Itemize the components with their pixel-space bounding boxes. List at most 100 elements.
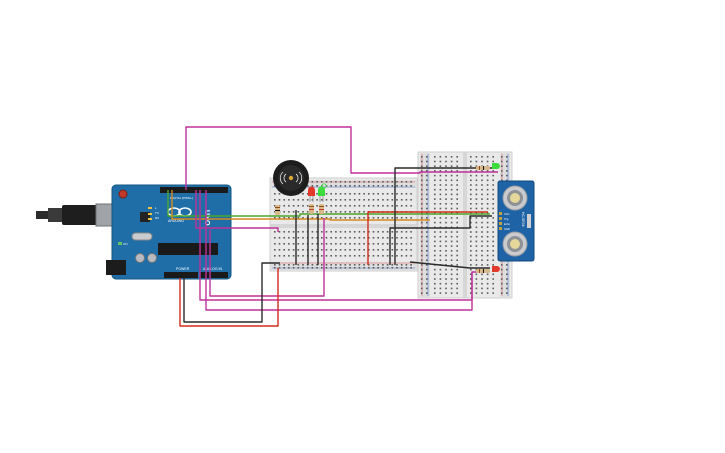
breadboard-hole[interactable]	[456, 174, 458, 177]
breadboard-hole[interactable]	[421, 156, 423, 158]
breadboard-hole[interactable]	[325, 199, 328, 201]
breadboard-hole[interactable]	[434, 212, 436, 214]
breadboard-hole[interactable]	[456, 254, 458, 257]
breadboard-hole[interactable]	[481, 282, 483, 285]
breadboard-hole[interactable]	[445, 292, 447, 294]
breadboard-hole[interactable]	[456, 193, 458, 196]
breadboard-hole[interactable]	[486, 156, 489, 158]
breadboard-hole[interactable]	[368, 249, 370, 251]
breadboard-hole[interactable]	[283, 267, 285, 269]
breadboard-hole[interactable]	[386, 267, 389, 269]
sensor-pins[interactable]	[499, 212, 502, 230]
breadboard-hole[interactable]	[382, 217, 384, 219]
breadboard-hole[interactable]	[368, 205, 370, 207]
breadboard-hole[interactable]	[456, 287, 458, 290]
breadboard-hole[interactable]	[283, 199, 285, 201]
breadboard-hole[interactable]	[492, 174, 494, 177]
breadboard-hole[interactable]	[316, 255, 318, 257]
breadboard-hole[interactable]	[372, 193, 375, 195]
breadboard-hole[interactable]	[382, 181, 384, 183]
breadboard-hole[interactable]	[426, 156, 428, 158]
breadboard-hole[interactable]	[492, 217, 494, 219]
breadboard-hole[interactable]	[481, 184, 483, 186]
breadboard-hole[interactable]	[405, 185, 408, 187]
breadboard-hole[interactable]	[330, 249, 332, 251]
breadboard-hole[interactable]	[288, 231, 290, 233]
breadboard-hole[interactable]	[288, 249, 290, 251]
breadboard-hole[interactable]	[426, 221, 428, 224]
breadboard-hole[interactable]	[391, 185, 394, 187]
breadboard-hole[interactable]	[426, 184, 428, 186]
breadboard-hole[interactable]	[339, 217, 342, 219]
reset-button[interactable]	[118, 189, 128, 199]
resistors-main[interactable]	[275, 204, 324, 215]
breadboard-hole[interactable]	[439, 174, 442, 177]
breadboard-hole[interactable]	[421, 174, 423, 177]
breadboard-hole[interactable]	[363, 237, 365, 239]
breadboard-hole[interactable]	[470, 287, 472, 290]
breadboard-hole[interactable]	[421, 264, 423, 266]
breadboard-hole[interactable]	[439, 240, 442, 243]
breadboard-hole[interactable]	[377, 231, 379, 233]
breadboard-hole[interactable]	[353, 267, 356, 269]
breadboard-hole[interactable]	[450, 259, 453, 261]
breadboard-hole[interactable]	[386, 231, 389, 233]
breadboard-hole[interactable]	[486, 193, 489, 196]
breadboard-hole[interactable]	[445, 212, 447, 214]
breadboard-hole[interactable]	[382, 231, 384, 233]
breadboard-hole[interactable]	[434, 160, 436, 163]
breadboard-hole[interactable]	[486, 203, 489, 205]
breadboard-hole[interactable]	[470, 278, 472, 280]
breadboard-hole[interactable]	[481, 160, 483, 163]
breadboard-hole[interactable]	[445, 184, 447, 186]
breadboard-hole[interactable]	[450, 174, 453, 177]
breadboard-hole[interactable]	[410, 205, 412, 207]
breadboard-hole[interactable]	[382, 249, 384, 251]
breadboard-main-holes[interactable]	[274, 181, 412, 269]
breadboard-hole[interactable]	[391, 267, 394, 269]
breadboard-hole[interactable]	[297, 205, 300, 207]
breadboard-hole[interactable]	[372, 217, 375, 219]
breadboard-hole[interactable]	[410, 237, 412, 239]
breadboard-hole[interactable]	[434, 245, 436, 247]
breadboard-hole[interactable]	[278, 267, 281, 269]
breadboard-hole[interactable]	[400, 185, 403, 187]
breadboard-hole[interactable]	[321, 267, 323, 269]
breadboard-hole[interactable]	[439, 287, 442, 290]
breadboard-hole[interactable]	[353, 255, 356, 257]
breadboard-hole[interactable]	[434, 235, 436, 238]
breadboard-hole[interactable]	[382, 237, 384, 239]
breadboard-hole[interactable]	[486, 198, 489, 200]
breadboard-hole[interactable]	[306, 185, 309, 187]
breadboard-hole[interactable]	[325, 237, 328, 239]
breadboard-hole[interactable]	[278, 237, 281, 239]
breadboard-hole[interactable]	[456, 165, 458, 167]
breadboard-hole[interactable]	[377, 217, 379, 219]
breadboard-hole[interactable]	[445, 268, 447, 271]
breadboard-hole[interactable]	[363, 217, 365, 219]
breadboard-hole[interactable]	[426, 292, 428, 294]
breadboard-hole[interactable]	[450, 203, 453, 205]
breadboard-hole[interactable]	[426, 179, 428, 182]
breadboard-hole[interactable]	[377, 185, 379, 187]
breadboard-hole[interactable]	[386, 193, 389, 195]
breadboard-hole[interactable]	[363, 231, 365, 233]
breadboard-hole[interactable]	[450, 235, 453, 238]
breadboard-hole[interactable]	[434, 240, 436, 243]
breadboard-hole[interactable]	[450, 250, 453, 252]
breadboard-hole[interactable]	[292, 211, 295, 213]
breadboard-hole[interactable]	[400, 231, 403, 233]
breadboard-hole[interactable]	[358, 264, 361, 266]
breadboard-hole[interactable]	[434, 207, 436, 210]
breadboard-hole[interactable]	[475, 174, 478, 177]
breadboard-hole[interactable]	[410, 243, 412, 245]
breadboard-hole[interactable]	[368, 199, 370, 201]
breadboard-hole[interactable]	[335, 243, 337, 245]
breadboard-hole[interactable]	[372, 255, 375, 257]
breadboard-hole[interactable]	[330, 267, 332, 269]
breadboard-hole[interactable]	[439, 231, 442, 233]
breadboard-hole[interactable]	[475, 292, 478, 294]
breadboard-hole[interactable]	[470, 273, 472, 276]
breadboard-hole[interactable]	[426, 268, 428, 271]
breadboard-hole[interactable]	[344, 264, 347, 266]
